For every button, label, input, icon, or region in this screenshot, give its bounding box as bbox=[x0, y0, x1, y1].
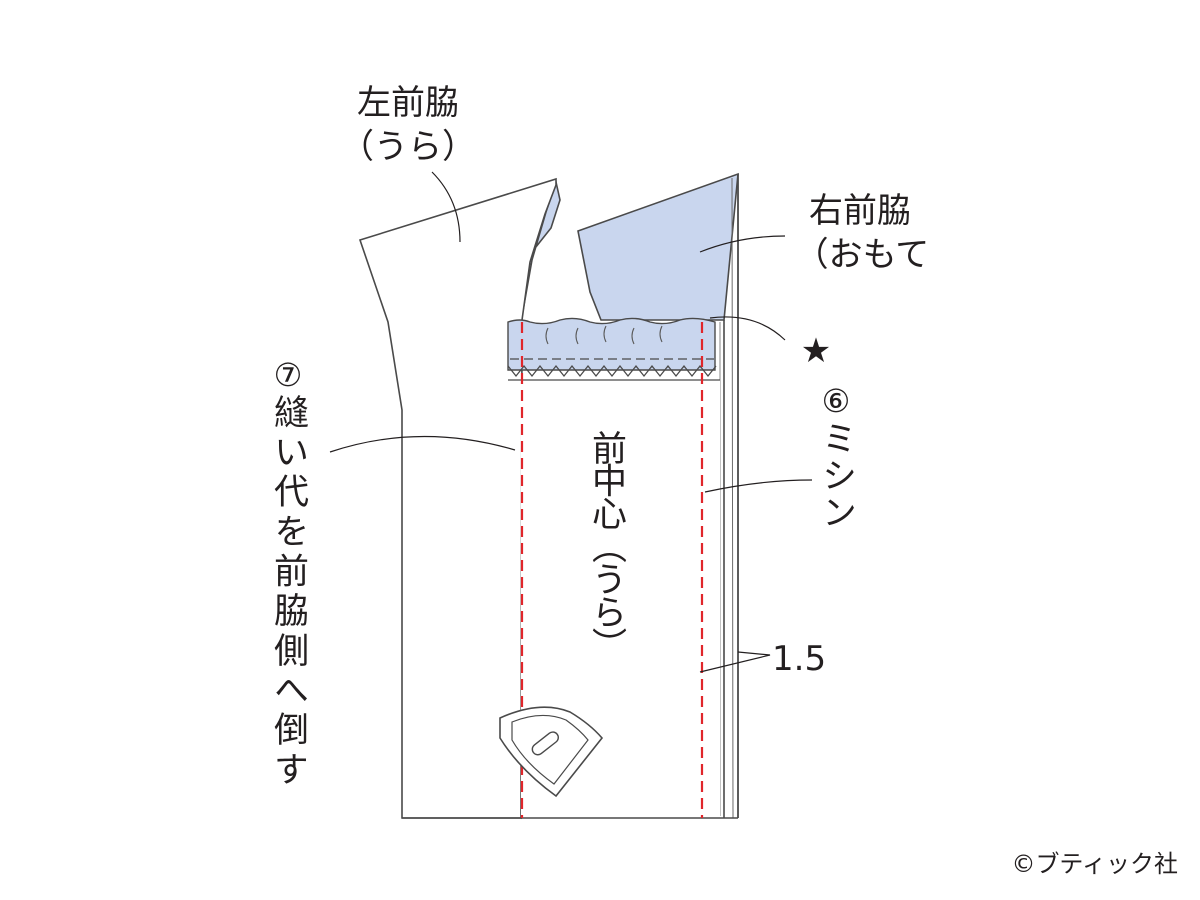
copyright-credit: ©ブティック社 bbox=[1011, 850, 1178, 878]
label-right-front-side-line1: 右前脇 bbox=[809, 191, 911, 231]
zigzag-edge-finish bbox=[507, 364, 717, 378]
leader-step7 bbox=[329, 435, 516, 453]
step7-number: ⑦ bbox=[274, 356, 303, 394]
iron-icon bbox=[499, 706, 604, 798]
gather-marks bbox=[545, 325, 663, 345]
star-mark: ★ bbox=[801, 331, 831, 371]
center-front-label: 前中心（うら） bbox=[586, 430, 627, 662]
leader-right-front-side bbox=[699, 235, 786, 253]
label-right-front-side-line2: （おもて bbox=[795, 235, 930, 275]
seam-allowance-label: 1.5 bbox=[772, 639, 826, 679]
step6-text: ミシン bbox=[816, 420, 856, 531]
gathered-band bbox=[507, 317, 716, 371]
leader-star bbox=[709, 316, 786, 341]
label-left-front-side-line2: （うら） bbox=[340, 127, 476, 167]
leader-seam-allowance bbox=[699, 651, 771, 673]
leader-left-front-side bbox=[431, 171, 461, 243]
label-left-front-side-line1: 左前脇 bbox=[357, 83, 459, 123]
right-outer-edge-inner bbox=[731, 177, 734, 819]
step7-text: 縫い代を前脇側へ倒す bbox=[268, 394, 309, 786]
leader-step6 bbox=[704, 479, 813, 493]
step6-number: ⑥ bbox=[822, 382, 851, 420]
right-front-side-panel bbox=[577, 172, 739, 321]
